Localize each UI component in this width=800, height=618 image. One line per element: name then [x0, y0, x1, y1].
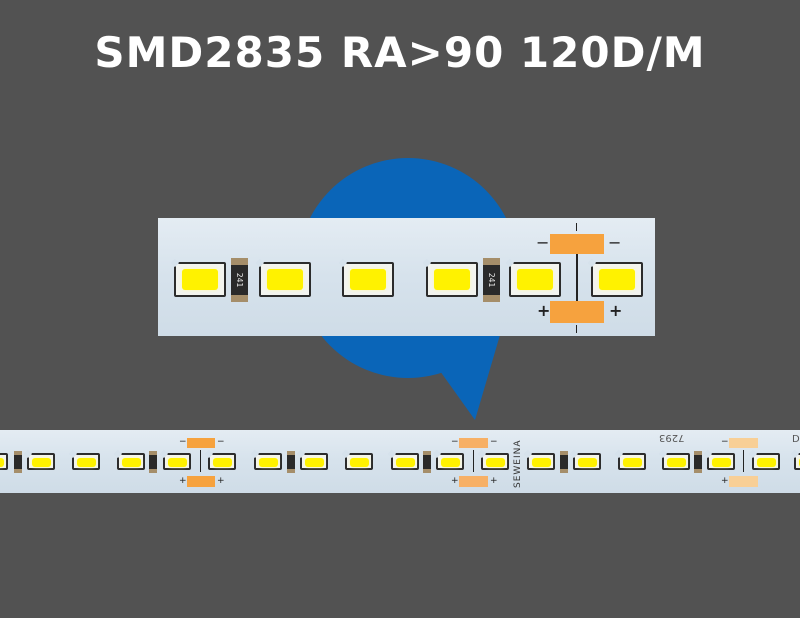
- plus-mark: +: [609, 301, 623, 320]
- plus-mark: +: [451, 476, 459, 486]
- cut-line: [576, 254, 578, 304]
- batch-code-label: 7293: [659, 432, 685, 443]
- led-chip: [618, 453, 646, 470]
- led-chip: [481, 453, 509, 470]
- led-chip: [391, 453, 419, 470]
- minus-mark: −: [608, 233, 622, 252]
- led-chip: [426, 262, 478, 297]
- led-chip: [259, 262, 311, 297]
- plus-mark: +: [217, 476, 225, 486]
- solder-pad-negative: [550, 234, 604, 254]
- led-chip: [342, 262, 394, 297]
- cut-line: [200, 450, 201, 472]
- brand-label: SEWEINA: [513, 439, 523, 488]
- resistor: 241: [483, 258, 500, 302]
- cut-mark: [576, 325, 577, 333]
- solder-pad-positive: [729, 476, 758, 487]
- resistor: [14, 451, 22, 473]
- edge-label: D: [792, 434, 800, 445]
- led-chip: [436, 453, 464, 470]
- resistor: [423, 451, 431, 473]
- resistor: [560, 451, 568, 473]
- solder-pad-negative: [729, 438, 758, 448]
- minus-mark: −: [217, 437, 225, 447]
- plus-mark: +: [537, 301, 551, 320]
- led-chip: [163, 453, 191, 470]
- led-chip: [345, 453, 373, 470]
- cut-line: [473, 450, 474, 472]
- led-chip: [254, 453, 282, 470]
- magnified-strip: 241 241 − − + +: [158, 218, 655, 336]
- resistor: [149, 451, 157, 473]
- led-chip: [591, 262, 643, 297]
- led-chip: [573, 453, 601, 470]
- led-chip: [527, 453, 555, 470]
- full-strip: − − + + − − + + SEWEINA 7293 − + D: [0, 430, 800, 493]
- solder-pad-positive: [550, 301, 604, 323]
- led-chip: [27, 453, 55, 470]
- minus-mark: −: [179, 437, 187, 447]
- led-chip: [117, 453, 145, 470]
- cut-mark: [576, 223, 577, 231]
- resistor: 241: [231, 258, 248, 302]
- minus-mark: −: [451, 437, 459, 447]
- plus-mark: +: [721, 476, 729, 486]
- solder-pad-positive: [459, 476, 488, 487]
- resistor: [287, 451, 295, 473]
- led-chip: [174, 262, 226, 297]
- cut-line: [743, 450, 744, 472]
- led-chip: [662, 453, 690, 470]
- minus-mark: −: [536, 233, 550, 252]
- minus-mark: −: [721, 437, 729, 447]
- led-chip: [707, 453, 735, 470]
- led-chip: [72, 453, 100, 470]
- led-chip: [0, 453, 8, 470]
- minus-mark: −: [490, 437, 498, 447]
- led-chip: [752, 453, 780, 470]
- solder-pad-negative: [459, 438, 488, 448]
- led-chip: [300, 453, 328, 470]
- solder-pad-negative: [187, 438, 215, 448]
- plus-mark: +: [490, 476, 498, 486]
- page-title: SMD2835 RA>90 120D/M: [94, 28, 706, 77]
- solder-pad-positive: [187, 476, 215, 487]
- led-chip: [509, 262, 561, 297]
- led-chip: [208, 453, 236, 470]
- plus-mark: +: [179, 476, 187, 486]
- led-chip: [794, 453, 800, 470]
- resistor: [694, 451, 702, 473]
